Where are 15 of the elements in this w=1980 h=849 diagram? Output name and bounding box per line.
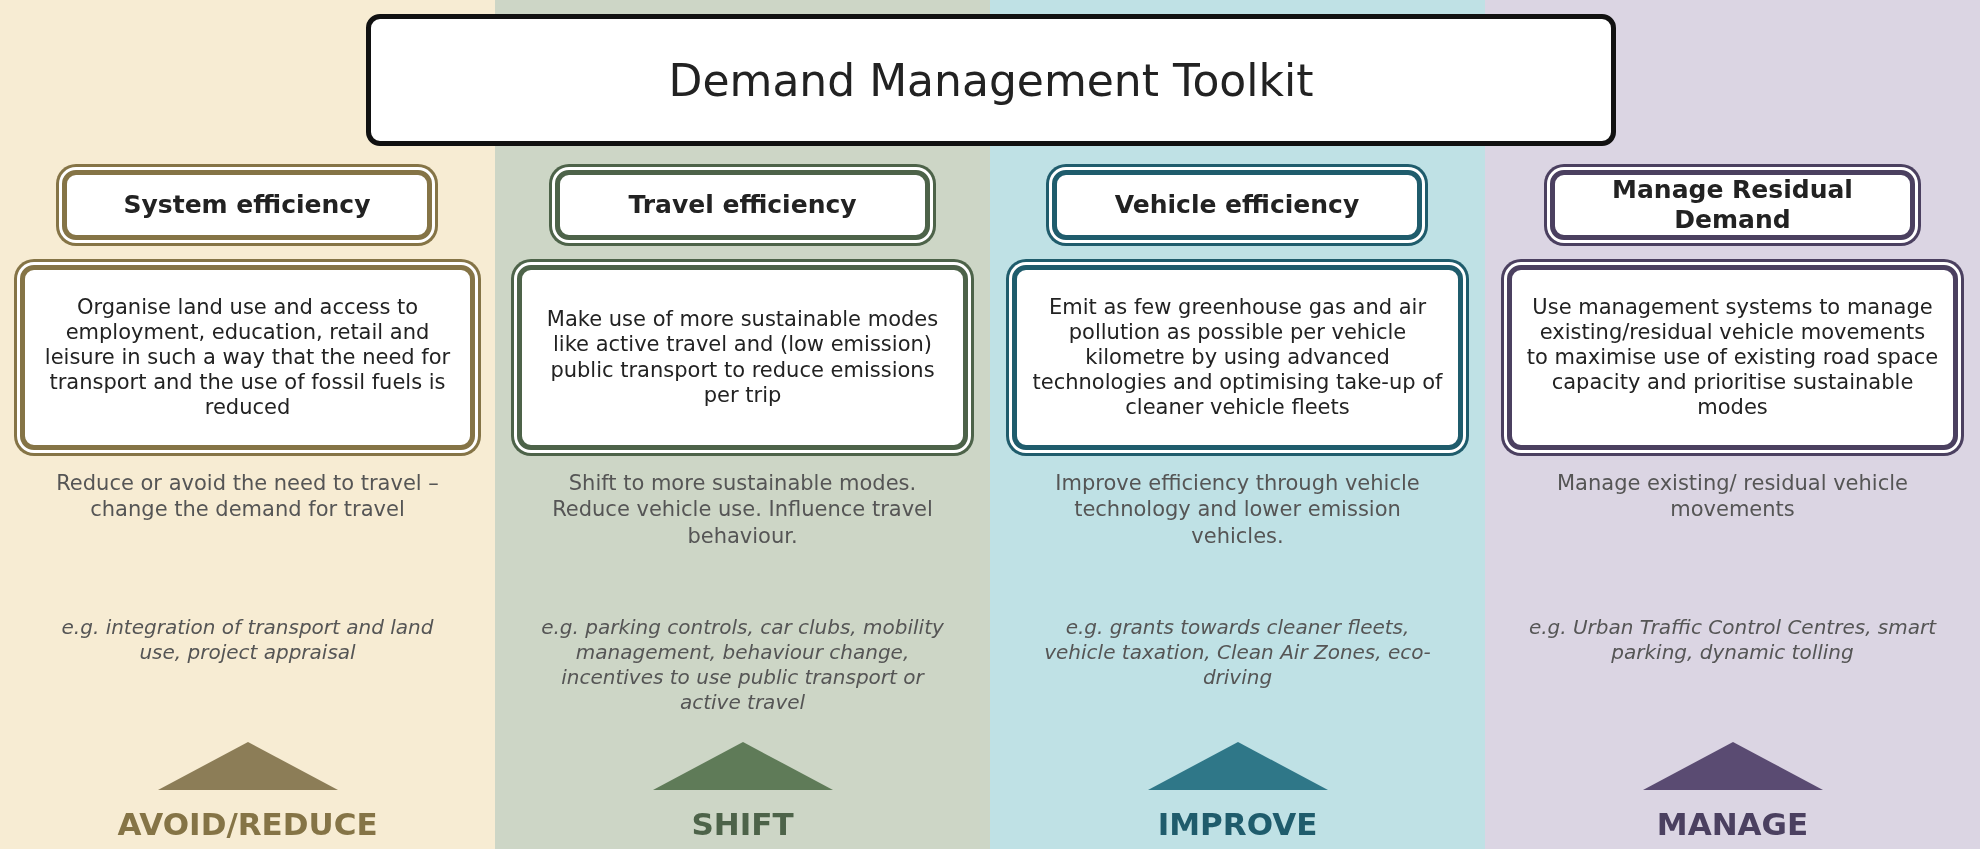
column-panel: [1485, 0, 1980, 849]
category-label: MANAGE: [1655, 805, 1810, 844]
column-panel: [0, 0, 495, 849]
summary-text: Manage existing/ residual vehicle movements: [1556, 470, 1909, 523]
summary-text: Improve efficiency through vehicle technology and lower emission vehicles.: [1054, 470, 1421, 549]
title-box: Demand Management Toolkit: [366, 14, 1616, 146]
example-text: e.g. parking controls, car clubs, mobility management, behaviour change, incentives to use public transport or active travel: [540, 615, 945, 715]
category-label: AVOID/REDUCE: [116, 805, 379, 844]
summary-text: Shift to more sustainable modes. Reduce vehicle use. Influence travel behaviour.: [551, 470, 934, 549]
summary-text: Reduce or avoid the need to travel – change the demand for travel: [55, 470, 440, 523]
category-label: SHIFT: [690, 805, 795, 844]
example-text: e.g. grants towards cleaner fleets, vehicle taxation, Clean Air Zones, eco-driving: [1043, 615, 1432, 690]
category-label: IMPROVE: [1156, 805, 1319, 844]
example-text: e.g. integration of transport and land use, project appraisal: [60, 615, 435, 665]
example-text: e.g. Urban Traffic Control Centres, smart parking, dynamic tolling: [1527, 615, 1938, 665]
